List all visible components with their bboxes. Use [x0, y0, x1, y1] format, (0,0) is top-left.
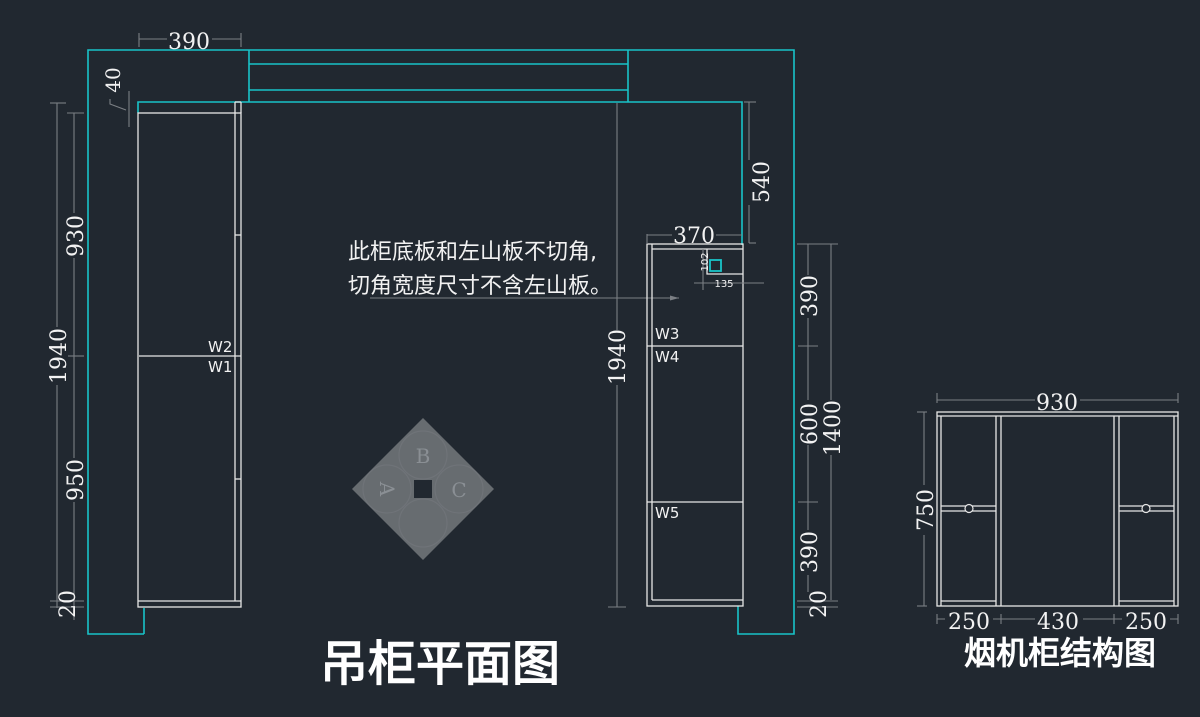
- logo-letter-a: A: [375, 481, 399, 497]
- wall-outline: [87, 49, 795, 635]
- dim-right-bottom: 20: [807, 590, 832, 618]
- right-cabinet-notch: [706, 249, 743, 275]
- abc-logo: B C A: [352, 418, 494, 560]
- structure-dimensions: 930 750 250 430 250: [914, 391, 1179, 635]
- right-unit-knob: [1141, 503, 1151, 514]
- logo-circle-top: [398, 430, 448, 480]
- logo-letter-b: B: [416, 444, 431, 468]
- shelf-label-w2: W2: [208, 338, 232, 356]
- note-line-1: 此柜底板和左山板不切角,: [348, 240, 597, 265]
- wall-inner-top: [137, 101, 743, 245]
- dim-left-bottom: 20: [56, 590, 81, 618]
- dim-right-width: 370: [673, 224, 715, 249]
- left-cabinet-body: [137, 112, 242, 608]
- dim-right-section-2: 600: [798, 403, 823, 445]
- left-dimensions: 390 40 1940 930 950 20: [47, 30, 242, 620]
- note-line-2: 切角宽度尺寸不含左山板。: [348, 274, 612, 299]
- dim-right-section-3: 390: [798, 531, 823, 573]
- dim-structure-width: 930: [1036, 391, 1078, 416]
- dim-notch-width: 135: [714, 279, 733, 290]
- logo-circle-left: [362, 464, 412, 514]
- left-unit-knob: [964, 503, 974, 514]
- dim-left-overall: 1940: [47, 328, 72, 384]
- shelf-label-w1: W1: [208, 358, 232, 376]
- shelf-label-w5: W5: [655, 504, 679, 522]
- dim-structure-right: 250: [1125, 610, 1167, 635]
- dim-label-bg: [1035, 608, 1083, 630]
- left-cabinet: W2 W1: [137, 101, 242, 608]
- shelf-label-w4: W4: [655, 348, 679, 366]
- dim-left-lower: 950: [64, 459, 89, 501]
- dim-right-overall: 1940: [606, 329, 631, 385]
- structure-outline: [936, 411, 1179, 607]
- dim-leader: [109, 99, 127, 111]
- dim-right-section-1: 390: [798, 275, 823, 317]
- notch-marker: [709, 259, 722, 272]
- logo-center: [414, 480, 432, 498]
- plan-title: 吊柜平面图: [320, 636, 560, 692]
- dim-label-bg: [945, 608, 993, 630]
- right-cabinet-body: [646, 243, 744, 607]
- wall-outline-path: [87, 49, 795, 635]
- dim-structure-middle: 430: [1037, 610, 1079, 635]
- logo-circle-bottom: [398, 498, 448, 548]
- structure-title: 烟机柜结构图: [964, 634, 1156, 672]
- logo-circle-right: [434, 464, 484, 514]
- dim-right-offset: 540: [750, 161, 775, 203]
- dim-left-width: 390: [168, 30, 210, 55]
- shelf-label-w3: W3: [655, 325, 679, 343]
- hood-cabinet-structure: [936, 411, 1179, 607]
- dim-left-upper: 930: [64, 215, 89, 257]
- dim-notch-height: 102: [700, 252, 711, 271]
- right-dimensions: 370 540 1940 102 135 390 600 390 20: [606, 101, 846, 618]
- dim-structure-left: 250: [948, 610, 990, 635]
- dim-structure-height: 750: [914, 489, 939, 531]
- note: 此柜底板和左山板不切角, 切角宽度尺寸不含左山板。: [348, 240, 679, 301]
- right-cabinet: W3 W4 W5: [646, 243, 744, 607]
- dim-right-combined: 1400: [821, 400, 846, 456]
- note-leader-arrow: [670, 295, 679, 301]
- dim-label-bg: [1122, 608, 1170, 630]
- dim-left-top-gap: 40: [101, 67, 125, 92]
- logo-letter-c: C: [451, 478, 466, 502]
